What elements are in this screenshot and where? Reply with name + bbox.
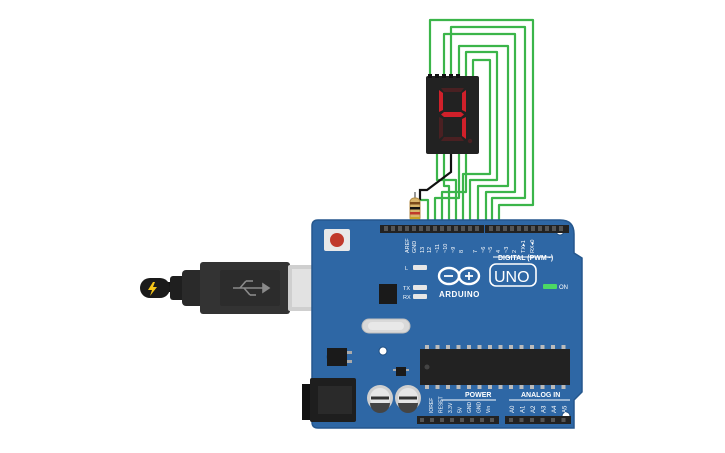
power-pin-label: GND — [477, 402, 483, 414]
analog-pin-label: A3 — [542, 405, 548, 413]
analog-pin-label: A2 — [531, 405, 537, 413]
wire-h[interactable] — [442, 154, 451, 228]
digital-pin-sockets[interactable] — [384, 226, 563, 231]
crystal-oscillator — [361, 318, 411, 334]
capacitor-2 — [395, 385, 421, 413]
decimal-point — [467, 138, 473, 144]
brand-text: ARDUINO — [439, 290, 480, 299]
analog-pin-label: A5 — [563, 405, 569, 413]
analog-label: ANALOG IN — [521, 392, 560, 399]
digital-pin-label: RX◂0 — [530, 240, 536, 253]
digital-pin-label: ~9 — [451, 247, 457, 253]
on-led — [543, 284, 557, 289]
model-text: UNO — [494, 269, 530, 286]
wire-a[interactable] — [442, 32, 517, 228]
digital-pin-label: AREF — [405, 238, 411, 253]
digital-pin-label: ~11 — [435, 244, 441, 253]
wire-g[interactable] — [435, 154, 458, 228]
wire-i[interactable] — [440, 154, 468, 228]
power-pin-label: IOREF — [429, 398, 435, 413]
segment-b — [462, 90, 466, 112]
power-pin-label: 3.3V — [448, 402, 454, 413]
power-label: POWER — [465, 392, 491, 399]
display-top-pins — [428, 74, 460, 78]
power-pin-label: RESET — [439, 396, 445, 413]
digital-pin-label: 7 — [473, 250, 479, 253]
digital-pin-label: 12 — [427, 247, 433, 253]
analog-pin-labels: A0 A1 A2 A3 A4 A5 — [510, 405, 569, 413]
voltage-regulator — [327, 348, 352, 366]
ground-wire[interactable] — [418, 154, 453, 200]
power-pin-label: 5V — [458, 406, 464, 413]
digital-pin-label: 13 — [420, 247, 426, 253]
arduino-logo — [437, 266, 481, 286]
wire-j[interactable] — [433, 154, 461, 228]
wire-d[interactable] — [464, 50, 499, 228]
reset-button[interactable] — [324, 229, 350, 251]
digital-pin-label: GND — [412, 241, 418, 253]
lightning-icon — [148, 282, 157, 296]
usb-icon — [233, 280, 271, 296]
led-label-tx: TX — [403, 286, 410, 292]
display-segments — [439, 88, 466, 141]
wire-f[interactable] — [428, 18, 535, 228]
segment-a — [441, 88, 464, 92]
bottom-pin-sockets[interactable] — [420, 418, 566, 422]
uno-badge — [489, 263, 537, 287]
analog-header — [505, 416, 571, 424]
analog-pin-label: A0 — [510, 405, 516, 413]
digital-pin-label: ~6 — [481, 247, 487, 253]
analog-pin-label: A1 — [521, 405, 527, 413]
segment-d — [441, 137, 464, 141]
led-label-rx: RX — [403, 295, 411, 301]
digital-pin-label: 2 — [512, 250, 518, 253]
usb-chip — [379, 284, 397, 304]
status-leds: L TX RX — [403, 265, 427, 301]
capacitor-1 — [367, 385, 393, 413]
wire-c[interactable] — [457, 44, 510, 228]
on-label: ON — [559, 285, 568, 291]
power-header — [417, 416, 499, 424]
segment-f — [439, 90, 443, 112]
power-pin-label: GND — [467, 402, 473, 414]
segment-g — [441, 112, 464, 117]
power-pin-label: Vin — [486, 406, 492, 413]
atmega-chip — [420, 345, 570, 389]
digital-pin-label: ~10 — [443, 244, 449, 253]
wire-e[interactable] — [461, 58, 492, 228]
digital-pin-label: 4 — [496, 250, 502, 253]
digital-pin-label: ~5 — [488, 247, 494, 253]
digital-header-left — [380, 225, 484, 233]
digital-pin-label: 8 — [459, 250, 465, 253]
dc-power-jack[interactable] — [302, 378, 356, 422]
segment-c — [462, 117, 466, 139]
digital-header-label: DIGITAL (PWM~) — [498, 255, 553, 262]
seven-segment-display[interactable] — [426, 74, 479, 154]
digital-pin-label: TX▸1 — [521, 240, 527, 253]
digital-pin-label: ~3 — [504, 247, 510, 253]
transistor — [393, 367, 409, 376]
led-label-l: L — [405, 266, 408, 272]
segment-e — [439, 117, 443, 139]
analog-pin-label: A4 — [552, 405, 558, 413]
wire-b[interactable] — [449, 25, 527, 228]
mounting-hole — [378, 346, 388, 356]
